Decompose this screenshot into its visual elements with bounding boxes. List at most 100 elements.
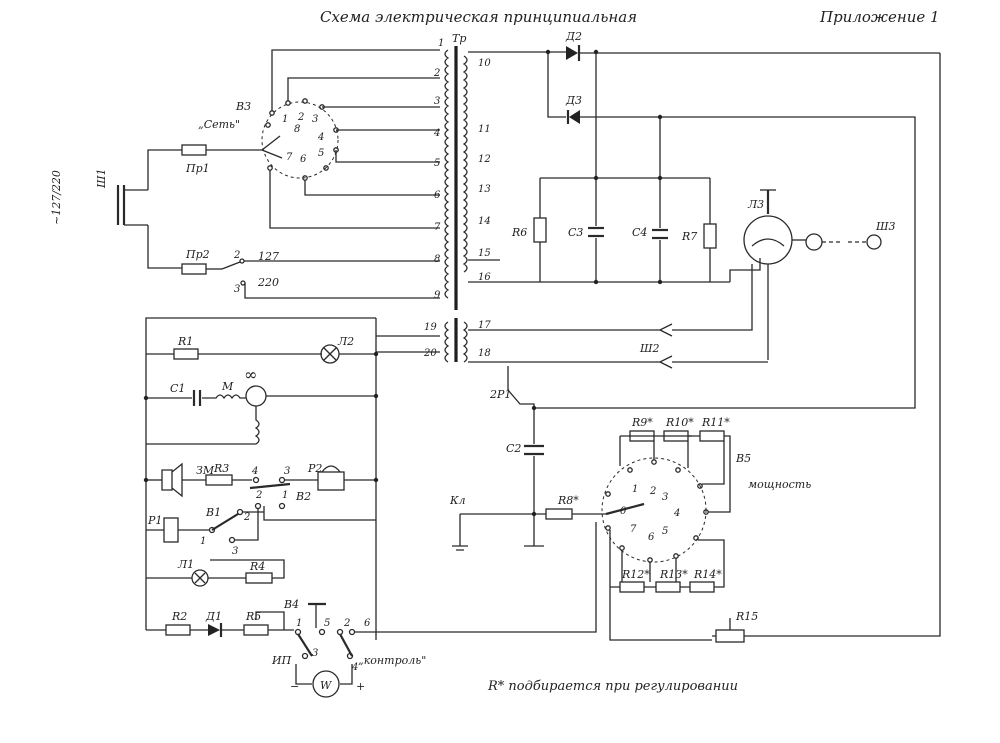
- b5-pin: 0: [620, 506, 627, 517]
- plug-main: [116, 185, 148, 226]
- diode-d2: [566, 45, 581, 61]
- b5-pin: 6: [648, 532, 655, 543]
- r10-label: R10*: [665, 416, 694, 429]
- b1-pin: 3: [232, 546, 238, 557]
- transformer-label: Тр: [452, 32, 466, 45]
- power-label: мощность: [748, 478, 811, 491]
- r9-label: R9*: [631, 416, 653, 429]
- resistor-r6: [533, 217, 547, 243]
- b1-pin: 2: [243, 512, 250, 523]
- plug-tube: [805, 233, 882, 251]
- lamp-l1: [191, 569, 209, 587]
- secondary-winding: [462, 55, 468, 273]
- tr-pin: 8: [434, 254, 440, 265]
- plug-tube-label: Ш3: [875, 220, 896, 233]
- b5-pin: 5: [662, 526, 668, 537]
- tr-pin: 9: [434, 290, 441, 301]
- relay-contact-label: 2Р1: [489, 388, 511, 401]
- diode-d2-label: Д2: [565, 30, 582, 43]
- tr-pin: 15: [478, 248, 491, 259]
- tr-pin: 13: [478, 184, 491, 195]
- c2-label: С2: [506, 442, 521, 455]
- c3-label: С3: [568, 226, 583, 239]
- b5-pin: 1: [632, 484, 638, 495]
- b4-pin: 1: [296, 618, 302, 629]
- minus-mark: −: [290, 680, 299, 693]
- plug-out-label: Ш2: [639, 342, 660, 355]
- b3-pin: 6: [300, 154, 307, 165]
- output-winding: [462, 321, 468, 363]
- tr-pin: 5: [434, 158, 440, 169]
- resistor-r4: [245, 572, 273, 584]
- tr-pin: 6: [434, 190, 441, 201]
- adjust-note: R* подбирается при регулировании: [487, 679, 738, 694]
- r14-label: R14*: [693, 568, 722, 581]
- r2-label: R2: [171, 610, 187, 623]
- r11-label: R11*: [701, 416, 730, 429]
- meter-ip: [312, 670, 340, 698]
- p1-label: Р1: [147, 514, 162, 527]
- b4-pin: 3: [312, 648, 318, 659]
- switch-b3-label: В3: [235, 100, 251, 113]
- tr-pin: 4: [433, 128, 440, 139]
- primary-winding: [444, 49, 450, 299]
- b4-label: В4: [283, 598, 299, 611]
- motor-m: [245, 385, 267, 407]
- b3-pin: 3: [312, 114, 318, 125]
- b2-label: В2: [295, 490, 311, 503]
- b5-pin: 4: [673, 508, 680, 519]
- voltage-selector: [221, 261, 241, 270]
- switch-b4: 1 3 5 2 6 4: [294, 602, 371, 673]
- diode-d3: [566, 110, 580, 124]
- r13-label: R13*: [659, 568, 688, 581]
- b1-pin: 1: [200, 536, 206, 547]
- motor-symbol: ∞: [244, 365, 257, 384]
- v127-label: 127: [258, 250, 279, 263]
- b3-pin: 2: [297, 112, 304, 123]
- meter-label: W: [320, 679, 333, 692]
- c4-label: С4: [632, 226, 647, 239]
- r8-label: R8*: [557, 494, 579, 507]
- tr-pin: 18: [478, 348, 491, 359]
- fuse-pr2-label: Пр2: [185, 248, 210, 261]
- zm-label: ЗМ: [196, 464, 215, 477]
- plug-main-label: Ш1: [95, 168, 108, 189]
- tr-pin: 3: [434, 96, 440, 107]
- b2-pin: 4: [251, 466, 258, 477]
- b4-pin: 6: [364, 618, 371, 629]
- diode-d1: [208, 623, 223, 637]
- diode-d3-label: Д3: [565, 94, 582, 107]
- tr-pin: 10: [478, 58, 491, 69]
- resistor-r7: [703, 223, 717, 249]
- switch-b2: 4 3 2 1: [249, 466, 290, 510]
- fuse-pr1: [181, 144, 207, 156]
- r15-label: R15: [735, 610, 758, 623]
- b3-pin: 8: [294, 124, 300, 135]
- tr-pin: 14: [478, 216, 491, 227]
- plus-mark: +: [356, 680, 365, 693]
- b5-pin: 2: [649, 486, 656, 497]
- l2-label: Л2: [337, 335, 354, 348]
- sw-pin: 2: [233, 250, 240, 261]
- switch-b3: 1 2 3 4 5 6 7 8: [261, 98, 339, 181]
- tube-l3: [729, 189, 806, 360]
- motor-label: М: [221, 380, 234, 393]
- resistor-r15: [715, 629, 745, 643]
- b5-pin: 3: [662, 492, 668, 503]
- buzzer-zm: [161, 469, 173, 491]
- b4-pin: 5: [324, 618, 330, 629]
- v220-label: 220: [257, 276, 279, 289]
- supply-label: ~127/220: [50, 170, 63, 225]
- b3-pin: 1: [282, 114, 288, 125]
- sw-pin: 3: [234, 284, 240, 295]
- b1-label: В1: [205, 506, 221, 519]
- switch-b5: 0 1 2 3 4 5 6 7: [601, 457, 709, 563]
- r5-label: R5: [245, 610, 261, 623]
- r12-label: R12*: [621, 568, 650, 581]
- d1-label: Д1: [205, 610, 222, 623]
- resistor-r8: [545, 508, 573, 520]
- switch-b5-label: В5: [735, 452, 751, 465]
- r6-label: R6: [511, 226, 527, 239]
- b2-pin: 3: [284, 466, 290, 477]
